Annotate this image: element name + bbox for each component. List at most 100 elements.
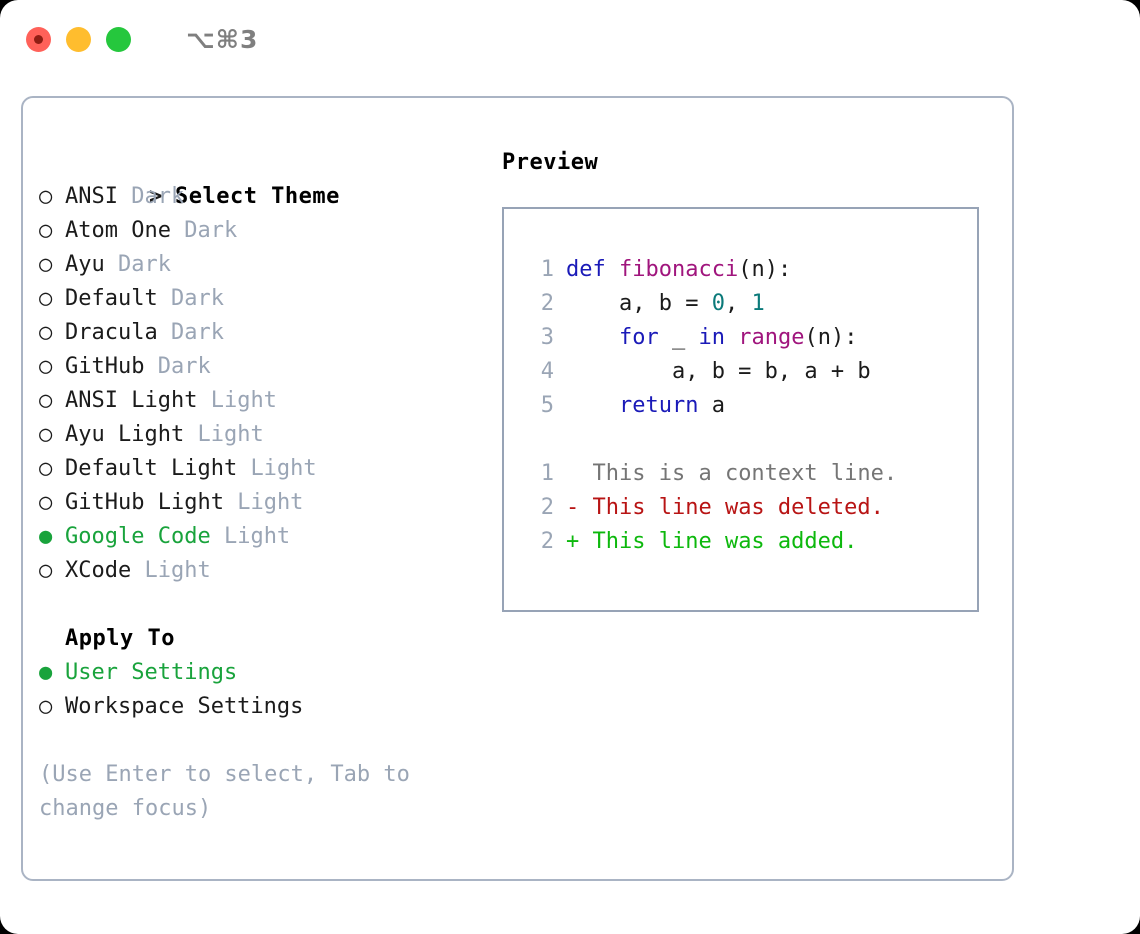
theme-option-dracula[interactable]: ○ Dracula Dark	[39, 316, 479, 350]
theme-option-ayu-light[interactable]: ○Ayu Light Light	[39, 418, 479, 452]
code-token: fibonacci	[619, 257, 739, 282]
code-line-number: 5	[540, 393, 554, 418]
theme-option-kind: Dark	[184, 218, 238, 243]
theme-option-name: Dracula	[65, 320, 158, 345]
theme-option-kind: Dark	[157, 354, 211, 379]
code-line: 1 def fibonacci(n):	[522, 253, 977, 287]
theme-option-name: XCode	[65, 558, 132, 583]
code-token: ,	[724, 291, 752, 316]
diff-line-number: 1	[540, 461, 554, 486]
radio-unselected-icon: ○	[39, 286, 53, 311]
theme-option-name: Google Code	[65, 524, 211, 549]
theme-option-name: Atom One	[65, 218, 171, 243]
diff-sign: -	[566, 495, 580, 520]
minimize-button[interactable]	[66, 26, 91, 52]
theme-option-kind: Light	[210, 388, 277, 413]
theme-option-kind: Dark	[170, 320, 224, 345]
theme-option-name: GitHub	[65, 354, 145, 379]
radio-unselected-icon: ○	[39, 456, 53, 481]
code-line: 4 a, b = b, a + b	[522, 355, 977, 389]
theme-option-github[interactable]: ○ GitHub Dark	[39, 350, 479, 384]
code-token: (n):	[738, 257, 792, 282]
code-line: 3 for _ in range(n):	[522, 321, 977, 355]
diff-text: This line was added.	[579, 529, 858, 554]
theme-option-name: Default Light	[65, 456, 238, 481]
code-token: def	[566, 257, 606, 282]
code-token	[725, 325, 738, 350]
code-line-number: 1	[540, 257, 554, 282]
theme-option-ansi[interactable]: ○ANSI Dark	[39, 180, 479, 214]
theme-option-default[interactable]: ○ Default Dark	[39, 282, 479, 316]
keyboard-shortcut-label: ⌥⌘3	[186, 24, 259, 54]
apply-to-option-user-settings[interactable]: ● User Settings	[39, 656, 479, 690]
diff-text: This line was deleted.	[579, 495, 884, 520]
theme-option-ansi-light[interactable]: ○ ANSI Light Light	[39, 384, 479, 418]
code-token	[566, 325, 619, 350]
prompt-caret-icon: >	[148, 184, 163, 209]
code-token: 0	[711, 291, 725, 316]
theme-option-kind: Light	[223, 524, 291, 549]
diff-line: 2- This line was deleted.	[522, 491, 977, 525]
radio-unselected-icon: ○	[39, 252, 53, 277]
theme-option-kind: Dark	[170, 286, 224, 311]
theme-option-name: Ayu	[65, 252, 105, 277]
code-token: _	[658, 325, 699, 350]
theme-option-kind: Light	[250, 456, 317, 481]
apply-to-option-workspace-settings[interactable]: ○Workspace Settings	[39, 690, 479, 724]
theme-option-kind: Light	[237, 490, 304, 515]
theme-option-default-light[interactable]: ○ Default Light Light	[39, 452, 479, 486]
code-token	[606, 257, 619, 282]
theme-option-atom-one[interactable]: ○Atom One Dark	[39, 214, 479, 248]
theme-option-name: GitHub Light	[65, 490, 224, 515]
diff-sample: 1 This is a context line.2- This line wa…	[522, 457, 977, 559]
code-line: 5 return a	[522, 389, 977, 423]
radio-unselected-icon: ○	[39, 354, 53, 379]
code-token: a	[698, 393, 725, 418]
code-token: return	[618, 393, 699, 418]
keyboard-hint-text: (Use Enter to select, Tab to change focu…	[39, 762, 410, 821]
theme-option-name: Default	[65, 286, 158, 311]
code-line-number: 4	[540, 359, 554, 384]
select-theme-heading-label: Select Theme	[174, 184, 340, 209]
apply-to-option-list[interactable]: ● User Settings ○Workspace Settings	[39, 656, 479, 724]
zoom-button[interactable]	[106, 26, 131, 52]
radio-selected-icon: ●	[39, 524, 53, 549]
theme-option-kind: Light	[197, 422, 264, 447]
theme-option-name: ANSI Light	[65, 388, 198, 413]
diff-text: This is a context line.	[579, 461, 898, 486]
apply-to-option-label: User Settings	[65, 660, 238, 685]
theme-selection-column: >Select Theme ○ANSI Dark○Atom One Dark○A…	[39, 146, 479, 826]
theme-option-github-light[interactable]: ○ GitHub Light Light	[39, 486, 479, 520]
radio-selected-icon: ●	[39, 660, 53, 685]
code-line-number: 2	[540, 291, 554, 316]
code-token: range	[738, 325, 805, 350]
radio-unselected-icon: ○	[39, 490, 53, 515]
diff-line-number: 2	[540, 495, 554, 520]
diff-sign: +	[566, 529, 580, 554]
close-button[interactable]	[26, 26, 51, 52]
code-line: 2 a, b = 0, 1	[522, 287, 977, 321]
code-token: for	[618, 325, 659, 350]
theme-option-ayu[interactable]: ○ Ayu Dark	[39, 248, 479, 282]
code-line-number: 3	[540, 325, 554, 350]
diff-line: 2 + This line was added.	[522, 525, 977, 559]
theme-option-xcode[interactable]: ○XCode Light	[39, 554, 479, 588]
diff-line: 1 This is a context line.	[522, 457, 977, 491]
theme-option-kind: Dark	[118, 252, 171, 277]
radio-unselected-icon: ○	[39, 422, 53, 447]
code-token: a, b =	[566, 291, 712, 316]
apply-to-heading: Apply To	[65, 626, 175, 651]
theme-option-list[interactable]: ○ANSI Dark○Atom One Dark○Ayu Dark○Defaul…	[39, 180, 479, 588]
radio-unselected-icon: ○	[39, 320, 53, 345]
theme-option-google-code[interactable]: ● Google Code Light	[39, 520, 479, 554]
radio-unselected-icon: ○	[39, 388, 53, 413]
code-token: 1	[751, 291, 765, 316]
select-theme-heading: > Select Theme	[39, 146, 479, 209]
diff-line-number: 2	[540, 529, 554, 554]
section-spacer	[39, 588, 479, 622]
code-token: (n):	[804, 325, 858, 350]
preview-heading: Preview	[502, 150, 599, 175]
